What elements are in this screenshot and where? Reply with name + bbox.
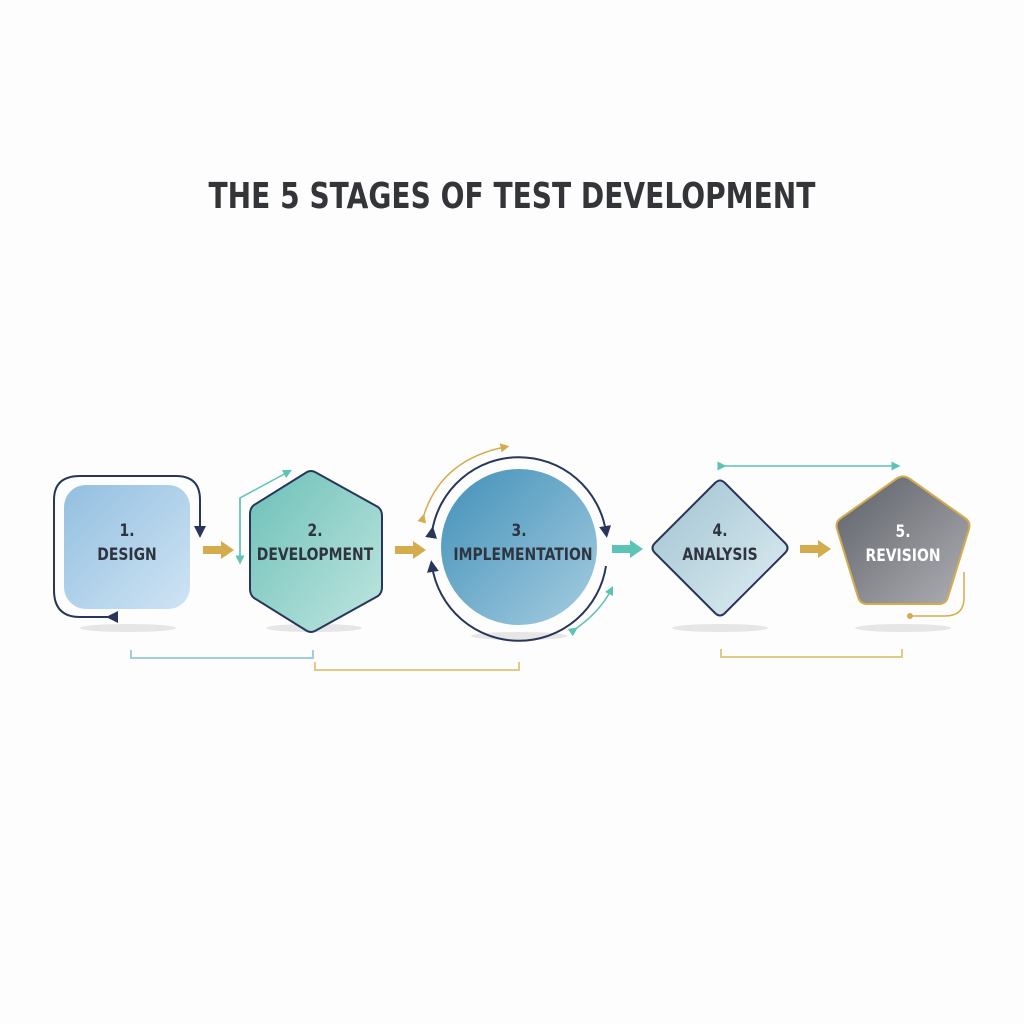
stage-1-name: DESIGN <box>97 545 157 565</box>
bracket-stages-2-3 <box>314 662 520 671</box>
stage-4-analysis-shape[interactable] <box>651 479 789 617</box>
stage-3-number: 3. <box>511 521 527 541</box>
stage-1-number: 1. <box>119 521 135 541</box>
stage-5-label: 5. REVISION <box>854 520 952 568</box>
stage-3-label: 3. IMPLEMENTATION <box>453 519 593 567</box>
stage-1-design-shape[interactable] <box>53 475 206 623</box>
stage-4-label: 4. ANALYSIS <box>671 519 769 567</box>
stage-4-number: 4. <box>712 521 728 541</box>
stage-5-number: 5. <box>895 522 911 542</box>
stage-2-name: DEVELOPMENT <box>256 545 374 565</box>
stage-2-number: 2. <box>307 521 323 541</box>
shape-shadows <box>80 624 951 640</box>
bracket-stages-1-2 <box>130 650 314 659</box>
stage-2-development-shape[interactable] <box>235 469 383 633</box>
gold-return-arrow-icon <box>910 572 965 617</box>
bracket-stages-4-5 <box>720 649 903 658</box>
loop-arrow-icon <box>53 475 206 618</box>
stage-5-name: REVISION <box>865 546 941 566</box>
stage-3-name: IMPLEMENTATION <box>453 545 593 565</box>
teal-curved-arrow-icon <box>567 585 614 637</box>
stage-5-revision-shape[interactable] <box>835 475 971 620</box>
stage-4-name: ANALYSIS <box>682 545 758 565</box>
stage-1-label: 1. DESIGN <box>75 519 178 567</box>
diagram-title: THE 5 STAGES OF TEST DEVELOPMENT <box>208 176 816 217</box>
stage-3-implementation-shape[interactable] <box>417 443 614 642</box>
stage-2-label: 2. DEVELOPMENT <box>254 519 377 567</box>
gold-curved-arrow-icon <box>417 443 510 524</box>
